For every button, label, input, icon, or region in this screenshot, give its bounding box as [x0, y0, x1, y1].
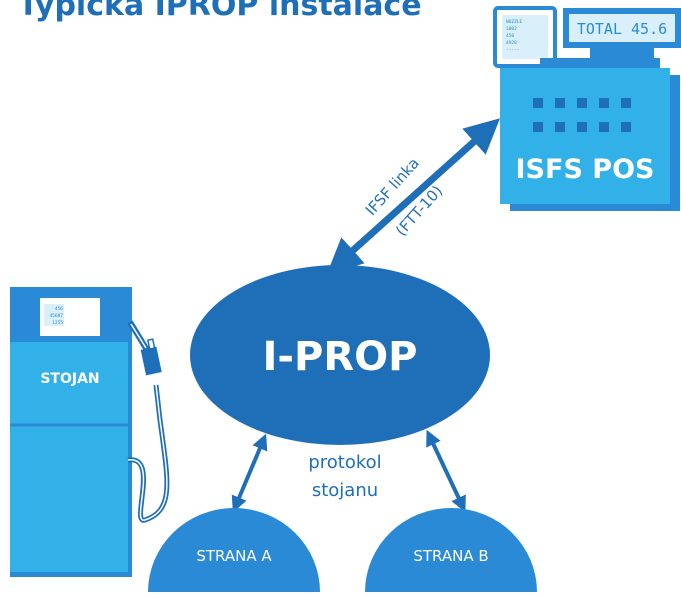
- pos-terminal: NOZZLE 1002 450 4928 ----- TOTAL 45.6: [493, 6, 681, 211]
- pos-small-screen-text: NOZZLE 1002 450 4928 -----: [506, 19, 523, 53]
- dispenser: 456 45687 1255 STOJAN: [10, 287, 170, 577]
- side-a-shape: [148, 508, 320, 592]
- pos-total-display: TOTAL 45.6: [577, 20, 667, 38]
- side-b-shape: [365, 508, 537, 592]
- pos-screen-line-5: -----: [506, 48, 520, 53]
- dispenser-screen-line-2: 45687: [49, 313, 63, 319]
- pos-label: ISFS POS: [516, 154, 655, 185]
- pos-screen-line-4: 4928: [506, 40, 517, 46]
- pos-keypad: [533, 98, 631, 132]
- iprop-ellipse: [190, 265, 490, 445]
- dispenser-label: STOJAN: [40, 371, 99, 387]
- pos-screen-line-1: NOZZLE: [506, 19, 523, 25]
- protocol-links: protokol stojanu: [231, 429, 466, 513]
- side-a-label: STRANA A: [196, 547, 272, 565]
- nozzle-icon: [127, 320, 162, 376]
- ifsf-link-arrow: [326, 118, 501, 274]
- dispenser-hose: [127, 384, 170, 523]
- pos-body: [500, 68, 670, 204]
- iprop-node: I-PROP: [190, 265, 490, 445]
- page-title: Typická IPROP instalace: [18, 0, 422, 23]
- pos-screen-line-3: 450: [506, 33, 514, 39]
- side-b-label: STRANA B: [413, 547, 488, 565]
- pos-screen-line-2: 1002: [506, 26, 517, 32]
- side-b: STRANA B: [365, 508, 537, 592]
- dispenser-screen-line-3: 1255: [52, 320, 63, 326]
- side-a: STRANA A: [148, 508, 320, 592]
- iprop-label: I-PROP: [263, 334, 418, 380]
- protocol-arrow-a: [231, 433, 268, 513]
- protocol-sublabel: stojanu: [312, 480, 378, 501]
- protocol-label: protokol: [308, 452, 381, 473]
- protocol-arrow-b: [426, 429, 466, 513]
- ifsf-link: IFSF linka (FTT-10): [326, 118, 501, 274]
- dispenser-screen-line-1: 456: [55, 306, 63, 312]
